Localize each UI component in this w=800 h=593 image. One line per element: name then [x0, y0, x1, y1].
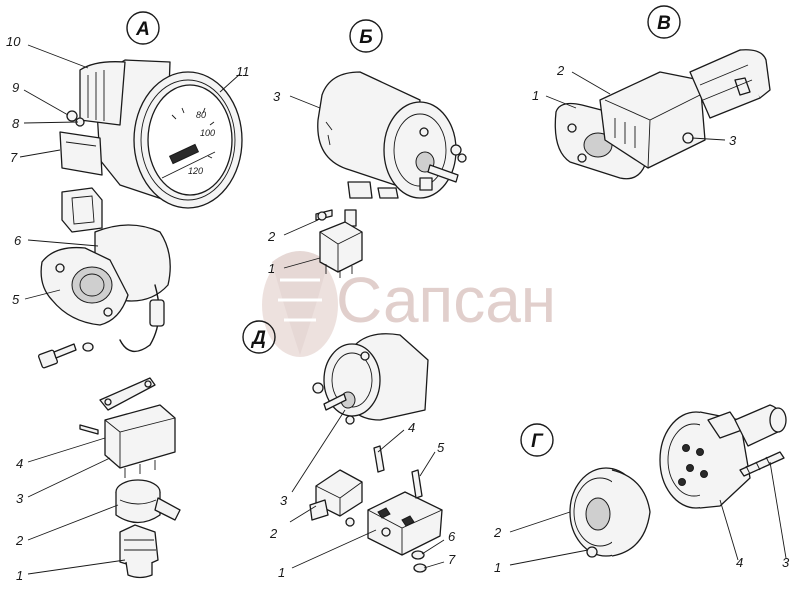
section-b-label: Б [359, 27, 372, 48]
label-b-1: 1 [268, 261, 275, 276]
speed-sensor [40, 187, 171, 353]
sensor-base [119, 524, 159, 579]
gauge-number-80: 80 [196, 110, 206, 120]
b-leaders [283, 95, 321, 269]
motor-b [317, 71, 467, 199]
label-b-2: 2 [267, 229, 276, 244]
label-a-8: 8 [12, 116, 20, 131]
label-d-6: 6 [448, 529, 456, 544]
relay-b [315, 209, 363, 278]
ring-g [569, 467, 651, 558]
v-leaders [545, 71, 726, 141]
label-a-7: 7 [10, 150, 18, 165]
label-a-11: 11 [236, 64, 250, 79]
label-a-1: 1 [16, 568, 23, 583]
bolt-a [38, 342, 94, 369]
watermark: Сапсан [262, 251, 556, 357]
sensor-cap [115, 479, 181, 524]
label-a-9: 9 [12, 80, 19, 95]
switch-v [554, 49, 771, 180]
bracket-d [309, 445, 385, 527]
a-leaders [19, 44, 241, 575]
motor-d [312, 333, 429, 425]
label-d-4: 4 [408, 420, 415, 435]
base-d [367, 469, 443, 573]
watermark-text: Сапсан [336, 264, 556, 336]
d-leaders [289, 409, 445, 569]
label-d-3: 3 [280, 493, 288, 508]
label-d-2: 2 [269, 526, 278, 541]
section-v-label: В [657, 13, 671, 34]
label-v-2: 2 [556, 63, 565, 78]
section-a: А [126, 11, 160, 45]
label-g-3: 3 [782, 555, 790, 570]
gauge-number-120: 120 [188, 166, 203, 176]
section-b: Б [349, 19, 383, 53]
label-g-2: 2 [493, 525, 502, 540]
speedometer: 80 100 120 [59, 59, 243, 209]
label-a-3: 3 [16, 491, 24, 506]
section-g-label: Г [531, 431, 544, 452]
section-g: Г [520, 423, 554, 457]
section-v: В [647, 5, 681, 39]
relay-a [79, 377, 176, 478]
label-a-5: 5 [12, 292, 20, 307]
watermark-falcon-icon [262, 251, 338, 357]
label-d-7: 7 [448, 552, 456, 567]
label-a-6: 6 [14, 233, 22, 248]
label-v-1: 1 [532, 88, 539, 103]
gauge-number-100: 100 [200, 128, 215, 138]
section-d: Д [242, 320, 276, 354]
section-a-label: А [135, 19, 150, 40]
label-b-3: 3 [273, 89, 281, 104]
label-g-1: 1 [494, 560, 501, 575]
label-a-2: 2 [15, 533, 24, 548]
label-d-5: 5 [437, 440, 445, 455]
label-a-4: 4 [16, 456, 23, 471]
label-d-1: 1 [278, 565, 285, 580]
label-g-4: 4 [736, 555, 743, 570]
g-leaders [509, 461, 787, 566]
section-d-label: Д [250, 328, 266, 349]
switch-body-g [659, 404, 787, 509]
label-a-10: 10 [6, 34, 21, 49]
label-v-3: 3 [729, 133, 737, 148]
